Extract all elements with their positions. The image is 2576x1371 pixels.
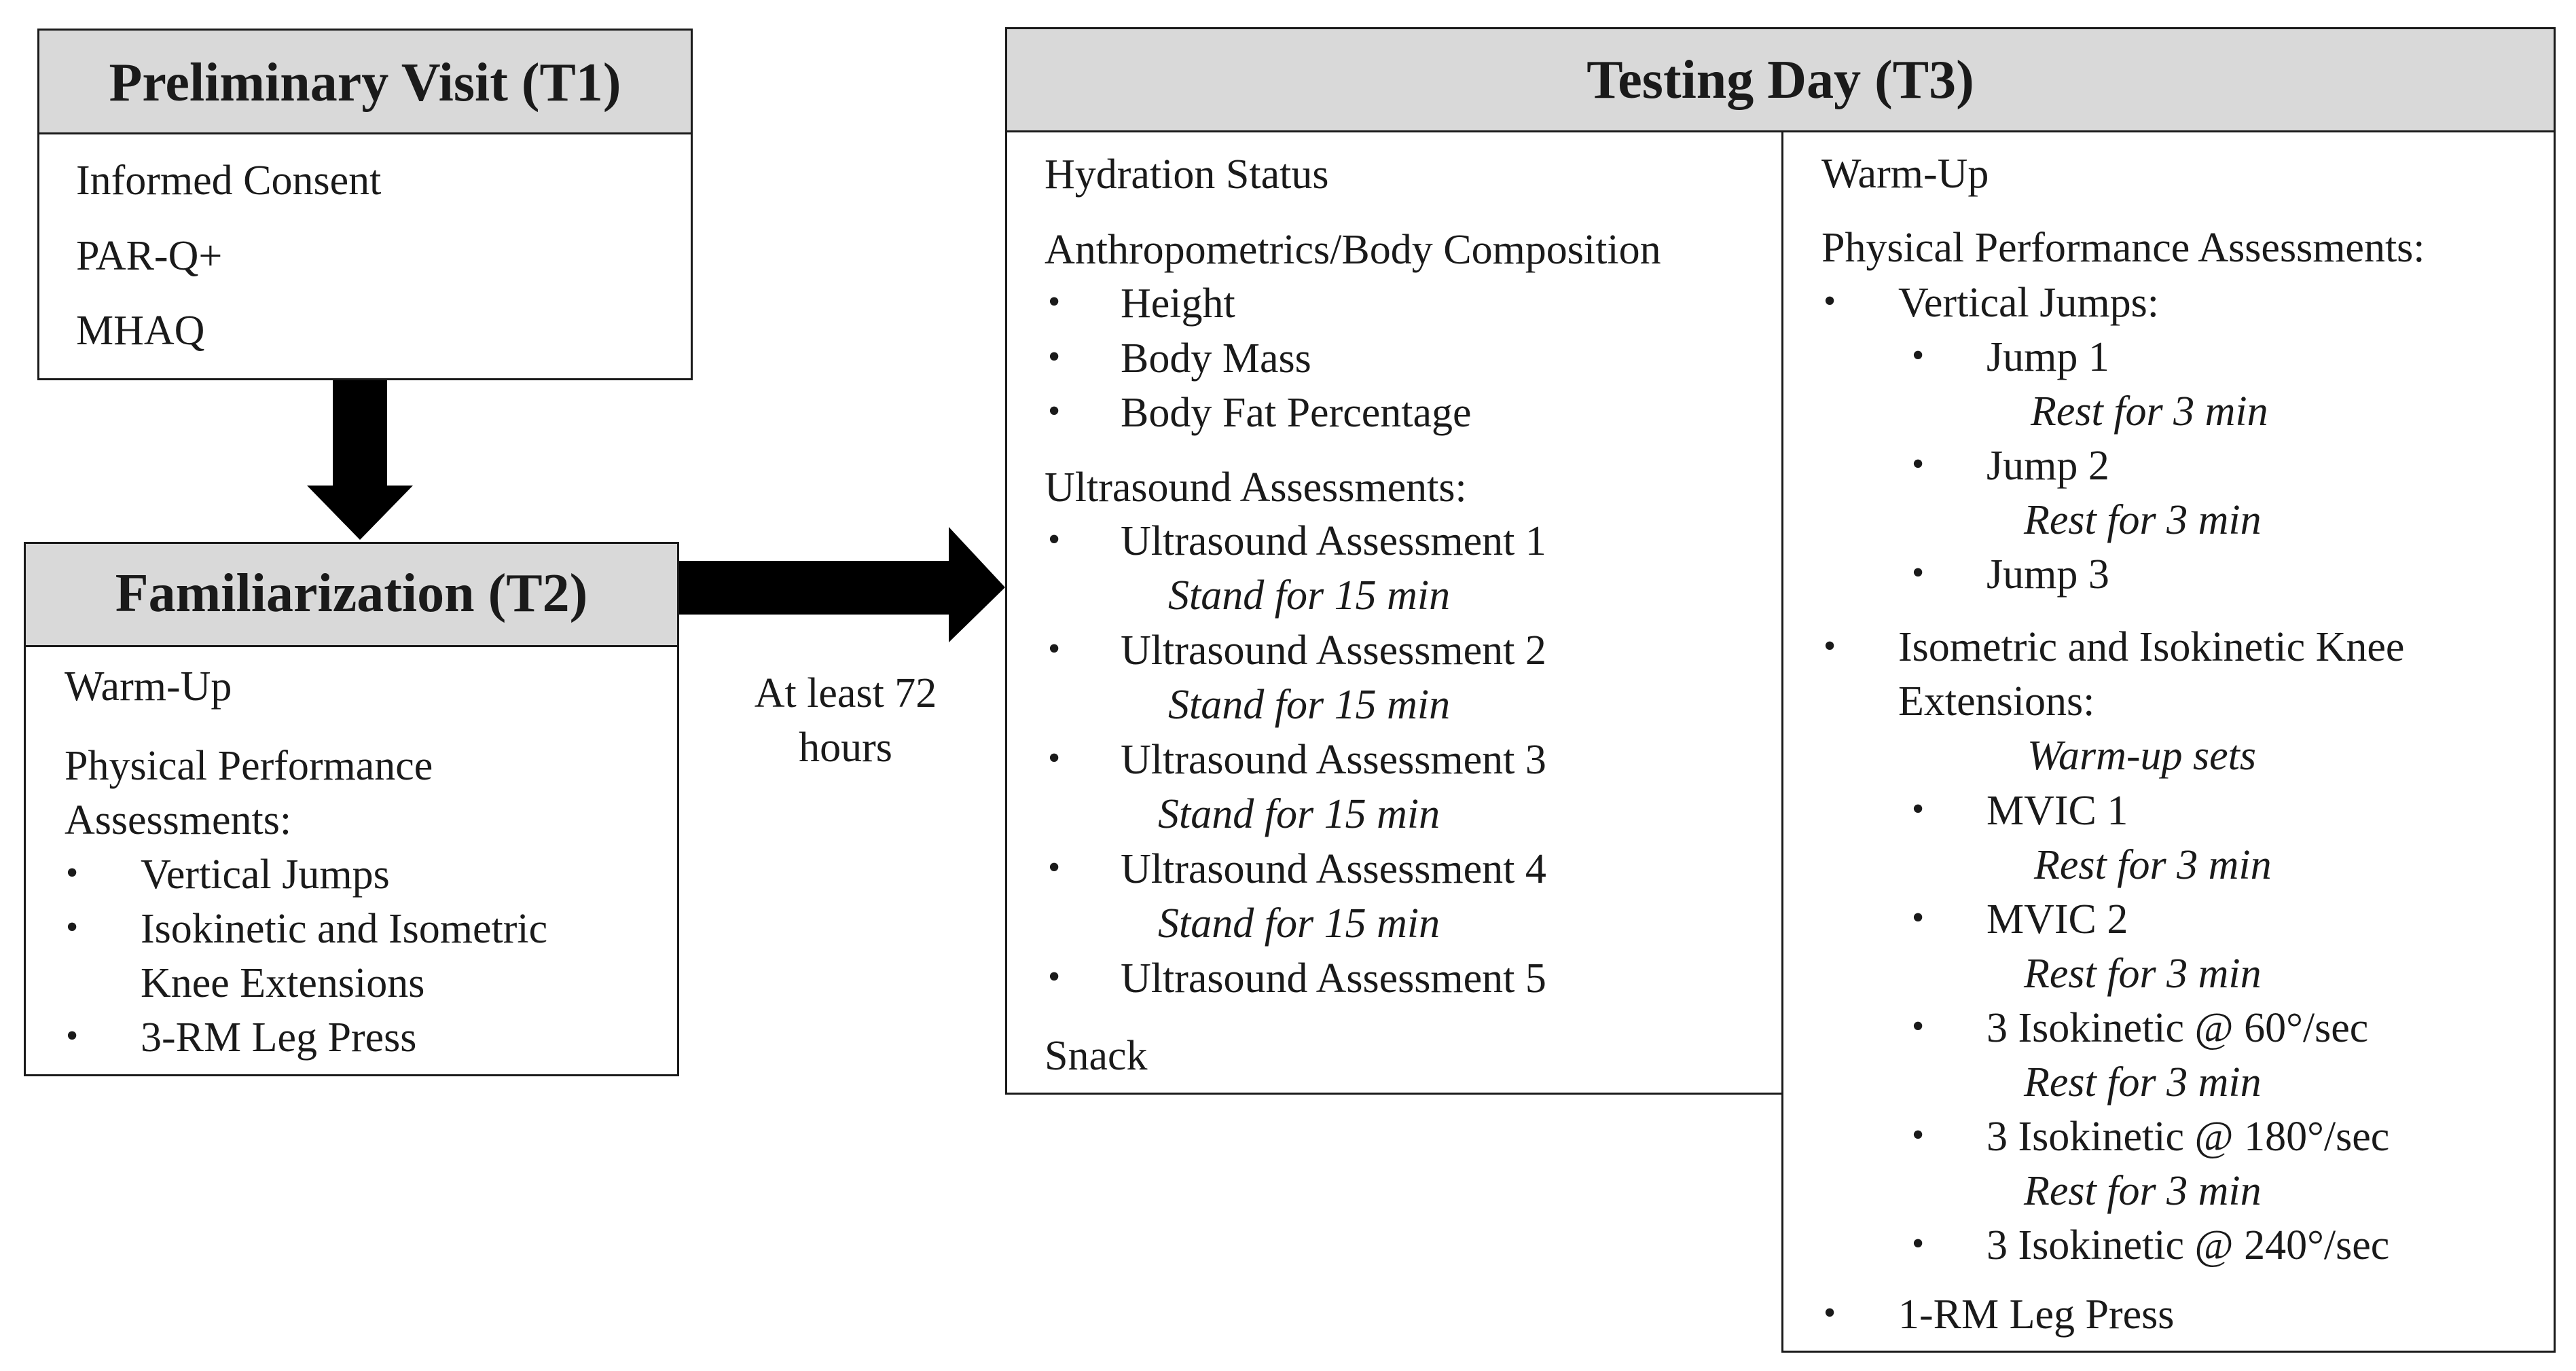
gap-label-line1: At least 72 [754, 670, 937, 716]
ultrasound-item: Ultrasound Assessment 3 [1121, 737, 1546, 783]
bullet-icon: • [1048, 629, 1061, 668]
bullet-icon: • [1048, 282, 1061, 321]
bullet-icon: • [1048, 337, 1061, 376]
bullet-icon: • [1912, 1116, 1925, 1154]
jump-item: Jump 1 [1987, 334, 2109, 380]
bullet-icon: • [1048, 520, 1061, 559]
rest-note: Rest for 3 min [2024, 951, 2262, 997]
t1-title: Preliminary Visit (T1) [109, 53, 621, 113]
snack: Snack [1045, 1033, 1148, 1079]
anthro-item: Height [1121, 280, 1235, 327]
t2-bullet: Vertical Jumps [141, 852, 390, 898]
bullet-icon: • [66, 1017, 79, 1055]
bullet-icon: • [1912, 445, 1925, 483]
t1-item: PAR-Q+ [76, 233, 223, 279]
gap-label-line2: hours [799, 725, 892, 771]
rest-note: Rest for 3 min [2034, 842, 2272, 888]
t2-bullet-cont: Knee Extensions [141, 960, 425, 1006]
jump-item: Jump 3 [1987, 551, 2109, 598]
t2-perf-line1: Physical Performance [65, 743, 433, 789]
rest-note: Rest for 3 min [2024, 497, 2262, 543]
t2-bullet: 3-RM Leg Press [141, 1014, 417, 1061]
t3-title: Testing Day (T3) [1586, 50, 1974, 110]
bullet-icon: • [1048, 957, 1061, 996]
bullet-icon: • [1048, 739, 1061, 778]
hydration-status: Hydration Status [1045, 151, 1329, 198]
down-arrow [307, 378, 413, 540]
t2-title: Familiarization (T2) [115, 564, 588, 623]
bullet-icon: • [1824, 627, 1836, 665]
bullet-icon: • [1912, 790, 1925, 828]
knee-item: 3 Isokinetic @ 60°/sec [1987, 1005, 2369, 1051]
t1-item: Informed Consent [76, 158, 382, 204]
right-arrow [677, 527, 1005, 642]
knee-extensions-line1: Isometric and Isokinetic Knee [1898, 624, 2405, 670]
bullet-icon: • [66, 854, 79, 892]
bullet-icon: • [1912, 1224, 1925, 1263]
t2-warmup: Warm-Up [65, 663, 232, 710]
ultrasound-item: Ultrasound Assessment 5 [1121, 955, 1546, 1002]
ultrasound-item: Ultrasound Assessment 4 [1121, 846, 1546, 892]
vertical-jumps-heading: Vertical Jumps: [1898, 280, 2159, 326]
t3-perf-heading: Physical Performance Assessments: [1821, 225, 2425, 271]
bullet-icon: • [1048, 848, 1061, 887]
anthro-item: Body Fat Percentage [1121, 390, 1472, 436]
warmup-sets-note: Warm-up sets [2027, 733, 2257, 779]
bullet-icon: • [1912, 336, 1925, 375]
t1-body [37, 132, 693, 380]
stand-note: Stand for 15 min [1158, 900, 1440, 947]
ultrasound-item: Ultrasound Assessment 1 [1121, 518, 1546, 564]
bullet-icon: • [1912, 1007, 1925, 1046]
bullet-icon: • [1824, 1294, 1836, 1332]
rest-note: Rest for 3 min [2031, 388, 2268, 435]
anthropometrics-heading: Anthropometrics/Body Composition [1045, 227, 1661, 273]
knee-item: 3 Isokinetic @ 240°/sec [1987, 1222, 2390, 1268]
t2-perf-line2: Assessments: [65, 797, 292, 843]
rest-note: Rest for 3 min [2024, 1059, 2262, 1105]
knee-item: MVIC 2 [1987, 896, 2128, 943]
stand-note: Stand for 15 min [1168, 572, 1451, 619]
bullet-icon: • [1912, 553, 1925, 592]
t3-left-column [1005, 130, 1783, 1095]
t3-right-column [1781, 130, 2556, 1353]
leg-press: 1-RM Leg Press [1898, 1292, 2175, 1338]
bullet-icon: • [1048, 392, 1061, 431]
stand-note: Stand for 15 min [1168, 682, 1451, 728]
anthro-item: Body Mass [1121, 335, 1311, 382]
t3-warmup: Warm-Up [1821, 151, 1989, 197]
knee-extensions-line2: Extensions: [1898, 678, 2095, 725]
ultrasound-item: Ultrasound Assessment 2 [1121, 627, 1546, 674]
t2-bullet: Isokinetic and Isometric [141, 906, 548, 952]
bullet-icon: • [66, 908, 79, 947]
knee-item: MVIC 1 [1987, 788, 2128, 834]
t3-header [1005, 27, 2556, 132]
t2-header [24, 542, 679, 647]
rest-note: Rest for 3 min [2024, 1168, 2262, 1214]
ultrasound-heading: Ultrasound Assessments: [1045, 464, 1467, 511]
t1-item: MHAQ [76, 308, 205, 354]
t2-body [24, 645, 679, 1076]
bullet-icon: • [1824, 282, 1836, 321]
stand-note: Stand for 15 min [1158, 791, 1440, 837]
bullet-icon: • [1912, 898, 1925, 937]
jump-item: Jump 2 [1987, 443, 2109, 489]
knee-item: 3 Isokinetic @ 180°/sec [1987, 1114, 2390, 1160]
